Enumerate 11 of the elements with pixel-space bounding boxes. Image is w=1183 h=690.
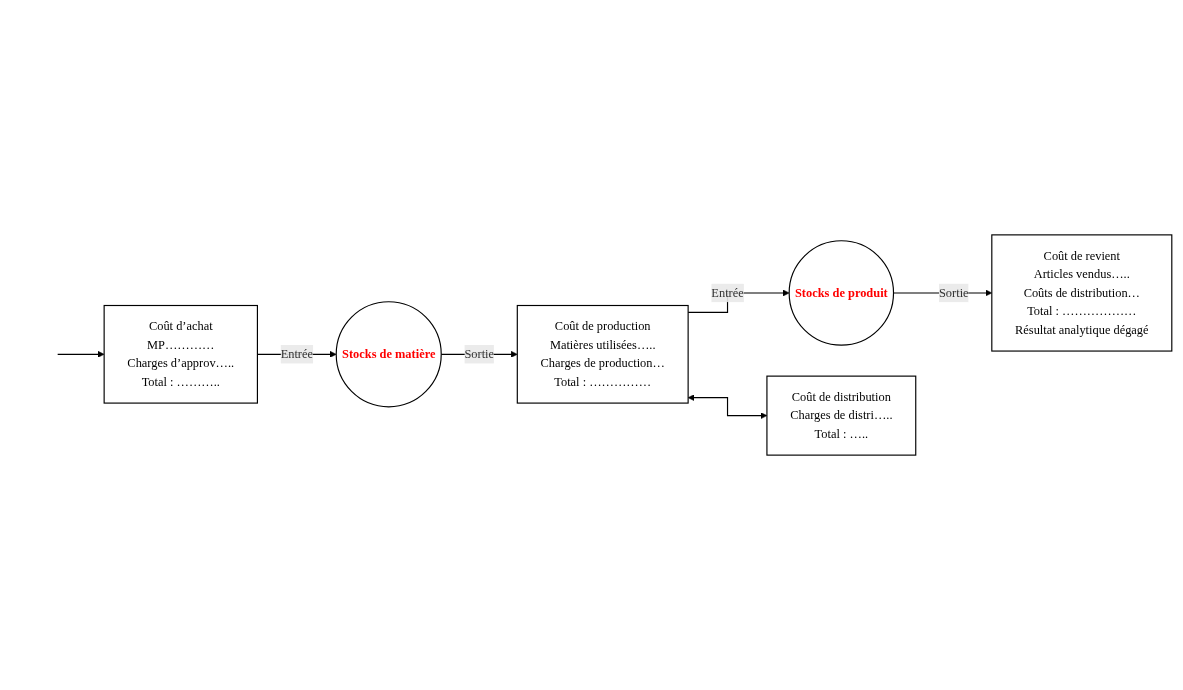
node-circle: Stocks de produit bbox=[788, 240, 895, 346]
edge-label: Sortie bbox=[938, 286, 969, 300]
edge-label: Entrée bbox=[280, 347, 313, 361]
edge-label: Sortie bbox=[464, 347, 495, 361]
node-box: Coût d’achat MP………… Charges d’approv….. Total : ……….. bbox=[103, 304, 258, 404]
node-circle: Stocks de matière bbox=[335, 301, 442, 408]
node-box: Coût de revient Articles vendus….. Coûts de distribution… Total : ……………… Résultat analytique dégagé bbox=[991, 234, 1173, 352]
node-box: Coût de production Matières utilisées….. Charges de production… Total : …………… bbox=[516, 304, 689, 404]
node-box: Coût de distribution Charges de distri….. Total : ….. bbox=[766, 375, 917, 456]
arrow bbox=[57, 350, 105, 358]
edge-label: Entrée bbox=[711, 286, 744, 300]
